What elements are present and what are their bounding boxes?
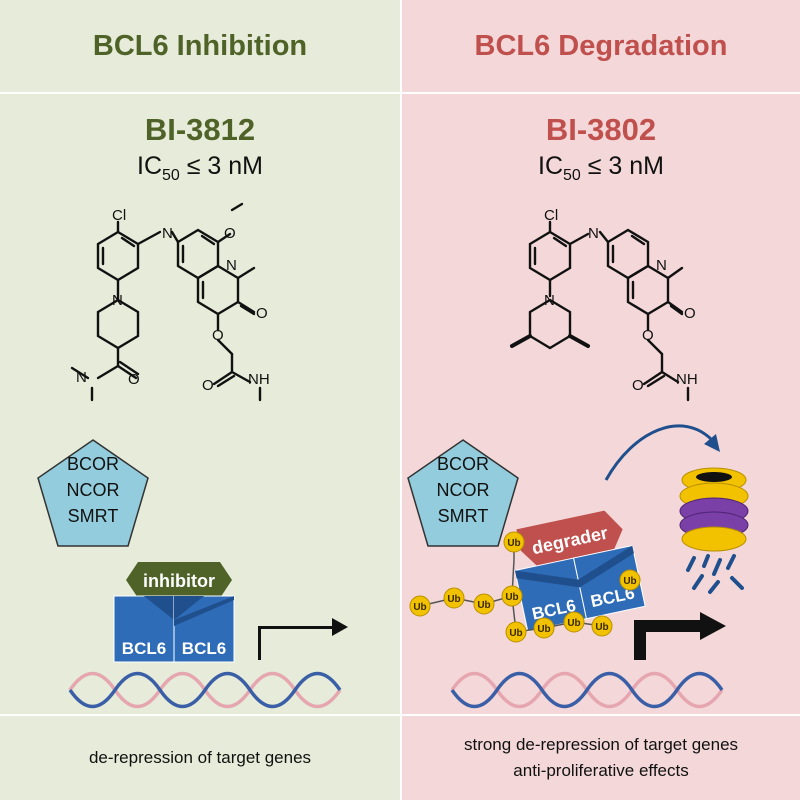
svg-text:Cl: Cl	[544, 207, 558, 224]
peptide-fragments	[686, 554, 744, 594]
bi-3812-atom-labels: Cl N N N O N O O O NH O	[76, 207, 270, 394]
svg-text:Ub: Ub	[477, 600, 490, 611]
svg-text:N: N	[112, 292, 123, 309]
svg-text:N: N	[656, 257, 667, 274]
svg-text:Ub: Ub	[537, 624, 550, 635]
inhibition-panel: BCL6 Inhibition BI-3812 IC50 ≤ 3 nM	[0, 0, 400, 800]
dna-helix	[450, 671, 724, 709]
ubiquitin-molecules: Ub Ub Ub Ub Ub Ub Ub Ub Ub Ub	[409, 531, 641, 643]
svg-text:Cl: Cl	[112, 207, 126, 224]
corepressor-ncor: NCOR	[437, 480, 490, 500]
svg-text:O: O	[128, 371, 140, 388]
svg-text:O: O	[224, 225, 236, 242]
svg-text:O: O	[684, 305, 696, 322]
svg-text:Ub: Ub	[507, 538, 520, 549]
svg-text:N: N	[162, 225, 173, 242]
corepressor-complex: BCOR NCOR SMRT	[407, 439, 519, 547]
inhibition-illustration: Cl N N N O N O O O NH O BCOR NCOR SMRT	[37, 202, 348, 709]
degradation-arrow	[604, 424, 720, 481]
svg-text:Ub: Ub	[567, 618, 580, 629]
svg-text:Ub: Ub	[623, 576, 636, 587]
inhibition-outcome: de-repression of target genes	[88, 748, 312, 767]
strong-transcription-arrow	[634, 612, 726, 660]
degradation-outcome: strong de-repression of target genes ant…	[463, 735, 739, 780]
panel-divider	[400, 0, 402, 800]
bi-3802-atom-labels: Cl N N N O O O NH	[544, 207, 698, 394]
bi-3802-structure	[510, 220, 690, 402]
inhibitor-molecule: inhibitor	[126, 562, 232, 598]
transcription-arrow	[258, 618, 348, 660]
corepressor-smrt: SMRT	[68, 506, 119, 526]
svg-text:O: O	[212, 327, 224, 344]
svg-text:N: N	[76, 369, 87, 386]
svg-text:O: O	[202, 377, 214, 394]
svg-text:Ub: Ub	[509, 628, 522, 639]
svg-text:inhibitor: inhibitor	[143, 571, 215, 591]
degradation-panel: BCL6 Degradation BI-3802 IC50 ≤ 3 nM	[402, 0, 800, 800]
svg-text:N: N	[588, 225, 599, 242]
corepressor-ncor: NCOR	[67, 480, 120, 500]
bcl6-label-a: BCL6	[122, 639, 166, 658]
svg-text:NH: NH	[676, 371, 698, 388]
degrader-ic50: IC50 ≤ 3 nM	[538, 152, 664, 184]
footer-divider	[0, 714, 800, 716]
svg-text:Ub: Ub	[505, 592, 518, 603]
inhibitor-ic50: IC50 ≤ 3 nM	[137, 152, 263, 184]
corepressor-complex: BCOR NCOR SMRT	[37, 439, 149, 547]
svg-text:Ub: Ub	[413, 602, 426, 613]
svg-text:NH: NH	[248, 371, 270, 388]
corepressor-bcor: BCOR	[67, 454, 119, 474]
header-divider	[0, 92, 800, 94]
dna-helix	[68, 671, 342, 709]
bcl6-dimer: BCL6 BCL6	[113, 595, 235, 663]
corepressor-smrt: SMRT	[438, 506, 489, 526]
svg-text:N: N	[544, 292, 555, 309]
svg-text:Ub: Ub	[447, 594, 460, 605]
svg-text:Ub: Ub	[595, 622, 608, 633]
degrader-bcl6-complex: degrader BCL6 BCL6	[514, 510, 646, 632]
degrader-compound-name: BI-3802	[545, 112, 657, 147]
inhibition-title: BCL6 Inhibition	[92, 29, 308, 62]
proteasome	[679, 467, 749, 552]
svg-text:O: O	[632, 377, 644, 394]
svg-text:N: N	[226, 257, 237, 274]
corepressor-bcor: BCOR	[437, 454, 489, 474]
degradation-title: BCL6 Degradation	[474, 29, 728, 62]
bcl6-label-b: BCL6	[182, 639, 226, 658]
bi-3812-structure	[70, 202, 262, 402]
svg-text:O: O	[642, 327, 654, 344]
svg-text:O: O	[256, 305, 268, 322]
degradation-illustration: Cl N N N O O O NH	[407, 207, 749, 709]
inhibitor-compound-name: BI-3812	[144, 112, 256, 147]
